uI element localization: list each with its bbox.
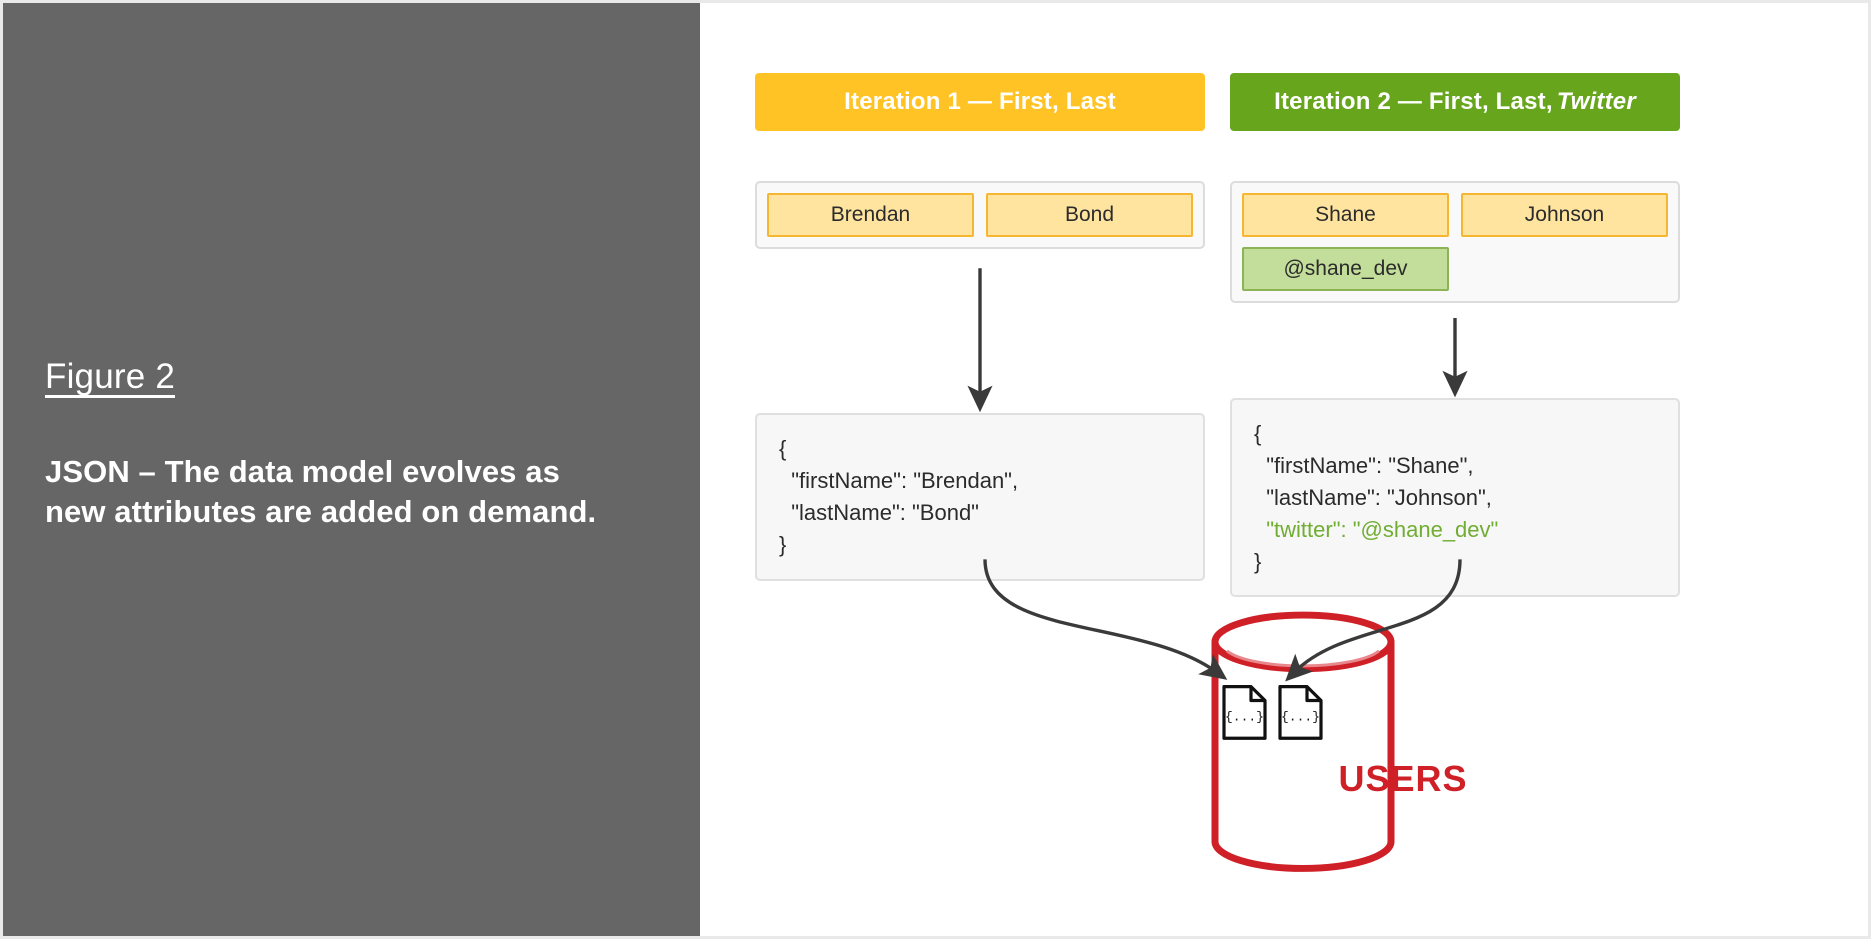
chip-row: Shane Johnson xyxy=(1242,193,1668,237)
iteration-1-attribute-card: Brendan Bond xyxy=(755,181,1205,249)
attribute-chip-last-name[interactable]: Bond xyxy=(986,193,1193,237)
attribute-chip-first-name[interactable]: Shane xyxy=(1242,193,1449,237)
iteration-1-json-block: { "firstName": "Brendan", "lastName": "B… xyxy=(755,413,1205,581)
iteration-1-banner-label: Iteration 1 — First, Last xyxy=(844,88,1116,115)
attribute-chip-first-name[interactable]: Brendan xyxy=(767,193,974,237)
database-label: USERS xyxy=(1338,758,1468,799)
attribute-chip-twitter[interactable]: @shane_dev xyxy=(1242,247,1449,291)
iteration-2-banner: Iteration 2 — First, Last, Twitter xyxy=(1230,73,1680,131)
json-line: "firstName": "Brendan", xyxy=(779,467,1019,493)
json-line-twitter: "twitter": "@shane_dev" xyxy=(1254,516,1499,542)
figure-label: Figure 2 xyxy=(45,357,175,396)
iteration-1-column: Iteration 1 — First, Last Brendan Bond {… xyxy=(755,3,1205,936)
diagram-canvas: Iteration 1 — First, Last Brendan Bond {… xyxy=(700,3,1868,936)
iteration-2-json-block: { "firstName": "Shane", "lastName": "Joh… xyxy=(1230,398,1680,598)
sidebar-content: Figure 2 JSON – The data model evolves a… xyxy=(45,357,625,533)
json-line: { xyxy=(779,436,787,461)
json-line: } xyxy=(779,531,787,557)
iteration-1-banner: Iteration 1 — First, Last xyxy=(755,73,1205,131)
chip-row: Brendan Bond xyxy=(767,193,1193,237)
iteration-2-banner-label: Iteration 2 — First, Last, xyxy=(1274,88,1553,115)
json-line: "firstName": "Shane", xyxy=(1254,452,1474,478)
json-line: { xyxy=(1254,421,1262,446)
json-line: "lastName": "Johnson", xyxy=(1254,484,1492,510)
figure-description: JSON – The data model evolves as new att… xyxy=(45,453,597,530)
iteration-2-column: Iteration 2 — First, Last, Twitter Shane… xyxy=(1230,3,1680,936)
attribute-chip-last-name[interactable]: Johnson xyxy=(1461,193,1668,237)
chip-row: @shane_dev xyxy=(1242,247,1668,291)
json-line: "lastName": "Bond" xyxy=(779,499,979,525)
sidebar-panel: Figure 2 JSON – The data model evolves a… xyxy=(3,3,700,936)
iteration-2-attribute-card: Shane Johnson @shane_dev xyxy=(1230,181,1680,303)
iteration-2-banner-italic-label: Twitter xyxy=(1556,88,1636,115)
json-line: } xyxy=(1254,548,1262,574)
